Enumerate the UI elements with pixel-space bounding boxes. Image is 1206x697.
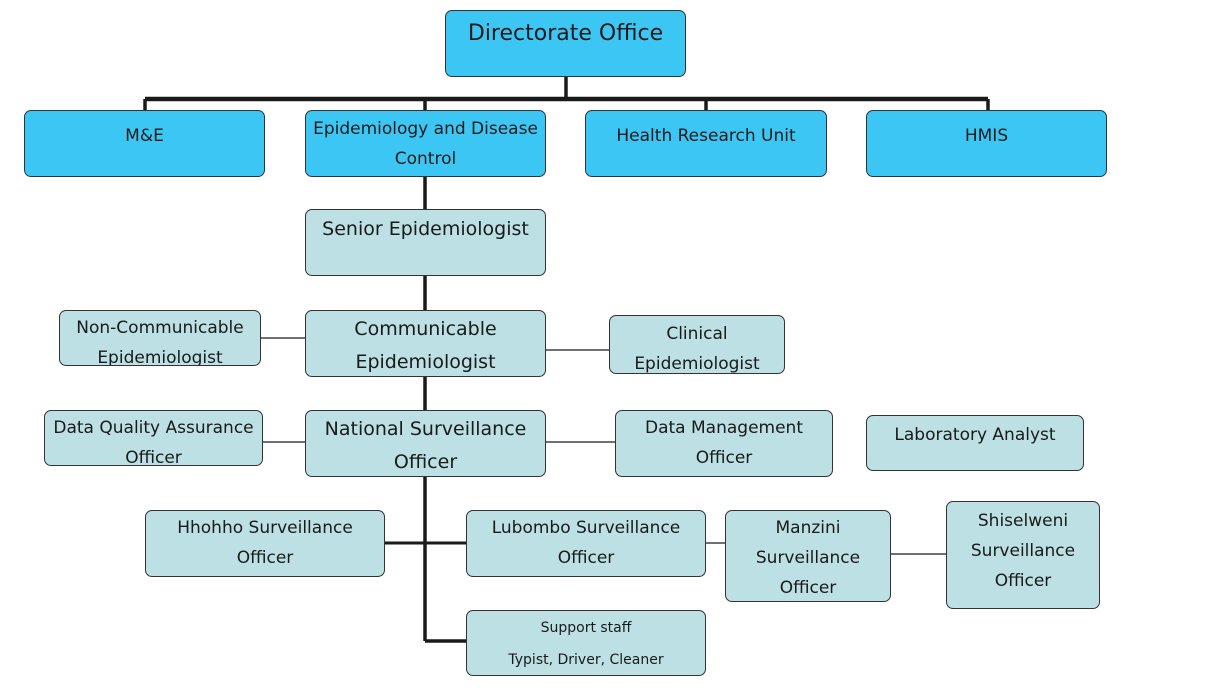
epidemiology-unit-label-line1: Epidemiology and Disease xyxy=(313,119,538,139)
dqa-officer-line1: Data Quality Assurance xyxy=(53,418,254,438)
support-staff-title: Support staff xyxy=(540,620,632,636)
national-surveillance-officer-line2: Officer xyxy=(393,451,458,473)
lubombo-surveillance-officer-line2: Officer xyxy=(557,548,615,568)
shiselweni-surveillance-officer-line3: Officer xyxy=(994,571,1052,591)
hmis-unit-box: HMIS xyxy=(866,110,1107,177)
dqa-officer-line2: Officer xyxy=(125,448,182,466)
me-unit-box: M&E xyxy=(24,110,265,177)
communicable-epidemiologist-line1: Communicable xyxy=(354,318,497,340)
ncd-epidemiologist-line2: Epidemiologist xyxy=(97,348,223,366)
manzini-surveillance-officer-line1: Manzini xyxy=(775,518,841,538)
directorate-office-label: Directorate Office xyxy=(467,21,664,46)
clinical-epidemiologist-box: Clinical Epidemiologist xyxy=(609,315,785,374)
laboratory-analyst-box: Laboratory Analyst xyxy=(866,415,1084,471)
data-quality-assurance-officer-box: Data Quality Assurance Officer xyxy=(44,410,263,466)
shiselweni-surveillance-officer-line2: Surveillance xyxy=(970,541,1076,561)
epidemiology-unit-label-line2: Control xyxy=(394,149,457,169)
national-surveillance-officer-line1: National Surveillance xyxy=(324,418,527,440)
health-research-unit-box: Health Research Unit xyxy=(585,110,827,177)
hhohho-surveillance-officer-box: Hhohho Surveillance Officer xyxy=(145,510,385,577)
me-unit-label: M&E xyxy=(125,126,164,146)
hhohho-surveillance-officer-line2: Officer xyxy=(236,548,294,568)
clinical-epidemiologist-line1: Clinical xyxy=(666,324,728,344)
communicable-epidemiologist-line2: Epidemiologist xyxy=(355,351,496,373)
non-communicable-epidemiologist-box: Non-Communicable Epidemiologist xyxy=(59,310,261,366)
shiselweni-surveillance-officer-box: Shiselweni Surveillance Officer xyxy=(946,501,1100,609)
laboratory-analyst-label: Laboratory Analyst xyxy=(894,425,1056,445)
national-surveillance-officer-box: National Surveillance Officer xyxy=(305,410,546,477)
clinical-epidemiologist-line2: Epidemiologist xyxy=(634,354,760,374)
hmis-unit-label: HMIS xyxy=(964,126,1009,146)
epidemiology-unit-box: Epidemiology and Disease Control xyxy=(305,110,546,177)
data-management-officer-line1: Data Management xyxy=(645,418,803,438)
senior-epidemiologist-box: Senior Epidemiologist xyxy=(305,209,546,276)
manzini-surveillance-officer-box: Manzini Surveillance Officer xyxy=(725,510,891,602)
hhohho-surveillance-officer-line1: Hhohho Surveillance xyxy=(177,518,353,538)
directorate-office-box: Directorate Office xyxy=(445,10,686,77)
data-management-officer-box: Data Management Officer xyxy=(615,410,833,477)
health-research-unit-label: Health Research Unit xyxy=(616,126,796,146)
manzini-surveillance-officer-line3: Officer xyxy=(779,578,837,598)
lubombo-surveillance-officer-line1: Lubombo Surveillance xyxy=(491,518,681,538)
ncd-epidemiologist-line1: Non-Communicable xyxy=(76,318,244,338)
lubombo-surveillance-officer-box: Lubombo Surveillance Officer xyxy=(466,510,706,577)
data-management-officer-line2: Officer xyxy=(695,448,753,468)
support-staff-box: Support staff Typist, Driver, Cleaner xyxy=(466,610,706,676)
communicable-epidemiologist-box: Communicable Epidemiologist xyxy=(305,310,546,377)
shiselweni-surveillance-officer-line1: Shiselweni xyxy=(977,511,1069,531)
senior-epidemiologist-label: Senior Epidemiologist xyxy=(322,218,529,240)
manzini-surveillance-officer-line2: Surveillance xyxy=(755,548,861,568)
support-staff-detail: Typist, Driver, Cleaner xyxy=(508,652,664,668)
